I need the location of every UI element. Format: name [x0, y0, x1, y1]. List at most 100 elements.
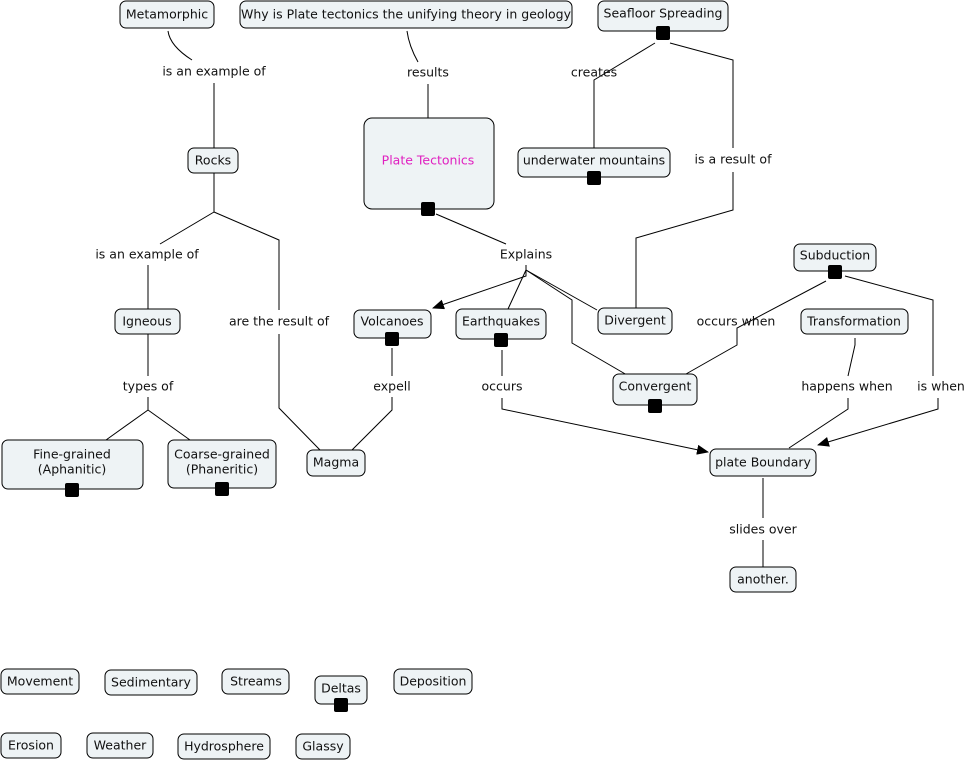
- link-label-explains: Explains: [500, 247, 552, 262]
- node-label-line2: (Aphanitic): [38, 462, 106, 477]
- node-magma[interactable]: Magma: [306, 449, 366, 477]
- node-label: Sedimentary: [111, 675, 192, 690]
- node-label-line1: Fine-grained: [33, 447, 111, 462]
- document-icon[interactable]: [385, 332, 399, 346]
- node-label: Seafloor Spreading: [604, 6, 723, 21]
- node-deltas[interactable]: Deltas: [314, 675, 368, 712]
- link-label-is-a-result-of: is a result of: [695, 152, 773, 167]
- document-icon[interactable]: [65, 483, 79, 497]
- node-label: Igneous: [122, 314, 171, 329]
- node-coarse-grained[interactable]: Coarse-grained (Phaneritic): [167, 439, 277, 496]
- node-plate-boundary[interactable]: plate Boundary: [709, 448, 817, 477]
- node-label: underwater mountains: [523, 153, 665, 168]
- node-label: Divergent: [604, 313, 666, 328]
- node-label: Weather: [94, 738, 147, 753]
- node-label: plate Boundary: [715, 455, 811, 470]
- edge-transformation-happens: [847, 338, 856, 377]
- node-streams[interactable]: Streams: [221, 668, 290, 695]
- node-movement[interactable]: Movement: [0, 668, 80, 695]
- edge-rocks-igneous: [159, 173, 215, 245]
- connection-lines: [105, 30, 939, 567]
- edge-happens-boundary: [788, 398, 849, 449]
- node-deposition[interactable]: Deposition: [393, 668, 473, 695]
- node-divergent[interactable]: Divergent: [597, 307, 673, 335]
- link-label-results: results: [407, 65, 449, 80]
- link-label-expell: expell: [373, 379, 410, 394]
- edge-is-boundary: [817, 398, 939, 447]
- document-icon[interactable]: [587, 171, 601, 185]
- node-label: Transformation: [806, 314, 901, 329]
- node-label-line2: (Phaneritic): [186, 462, 258, 477]
- node-label: another.: [737, 572, 789, 587]
- edge-plate-explains: [435, 213, 507, 245]
- edge-metamorphic-label: [167, 30, 193, 61]
- edge-rocks-magma: [213, 211, 280, 310]
- link-label-is-when: is when: [917, 379, 965, 394]
- node-rocks[interactable]: Rocks: [187, 147, 239, 174]
- edge-expell-magma: [351, 397, 393, 451]
- node-label: Erosion: [8, 738, 54, 753]
- node-subduction[interactable]: Subduction: [793, 243, 877, 279]
- node-earthquakes[interactable]: Earthquakes: [455, 308, 547, 347]
- concept-nodes: Metamorphic Why is Plate tectonics the u…: [0, 0, 909, 760]
- node-label: Rocks: [195, 153, 231, 168]
- document-icon[interactable]: [334, 698, 348, 712]
- document-icon[interactable]: [648, 399, 662, 413]
- edge-explains-divergent: [525, 269, 598, 311]
- node-convergent[interactable]: Convergent: [612, 373, 698, 413]
- link-label-is-an-example-of-igneous: is an example of: [95, 247, 199, 262]
- document-icon[interactable]: [656, 26, 670, 40]
- node-label: Glassy: [302, 739, 344, 754]
- node-transformation[interactable]: Transformation: [800, 308, 909, 335]
- node-erosion[interactable]: Erosion: [0, 732, 62, 759]
- node-label: Deltas: [321, 681, 361, 696]
- node-label: Earthquakes: [462, 314, 540, 329]
- node-weather[interactable]: Weather: [86, 732, 154, 759]
- node-label: Deposition: [400, 674, 467, 689]
- edge-seafloor-creates: [593, 42, 656, 148]
- node-glassy[interactable]: Glassy: [295, 733, 351, 760]
- link-label-is-an-example-of: is an example of: [162, 64, 266, 79]
- link-labels: is an example of results creates is a re…: [95, 64, 965, 537]
- node-label-line1: Coarse-grained: [174, 447, 270, 462]
- document-icon[interactable]: [215, 482, 229, 496]
- edge-question-label: [406, 30, 419, 63]
- node-label: Why is Plate tectonics the unifying theo…: [241, 7, 572, 22]
- edge-seafloor-result-lower: [635, 172, 734, 308]
- node-fine-grained[interactable]: Fine-grained (Aphanitic): [1, 439, 144, 497]
- node-underwater-mountains[interactable]: underwater mountains: [517, 147, 671, 185]
- node-label: Volcanoes: [360, 314, 423, 329]
- node-label: Plate Tectonics: [382, 153, 475, 168]
- edge-seafloor-result-upper: [669, 42, 734, 148]
- node-igneous[interactable]: Igneous: [114, 308, 181, 335]
- link-label-occurs-when: occurs when: [697, 314, 776, 329]
- node-sedimentary[interactable]: Sedimentary: [104, 669, 198, 696]
- link-label-types-of: types of: [123, 379, 174, 394]
- node-metamorphic[interactable]: Metamorphic: [119, 0, 215, 29]
- link-label-creates: creates: [571, 65, 617, 80]
- node-label: Metamorphic: [126, 7, 208, 22]
- link-label-slides-over: slides over: [729, 522, 797, 537]
- node-another[interactable]: another.: [729, 566, 797, 593]
- edge-subduction-occurs: [685, 280, 827, 375]
- node-hydrosphere[interactable]: Hydrosphere: [177, 733, 271, 760]
- edge-explains-earthquakes: [507, 269, 527, 310]
- edge-types-coarse: [147, 409, 191, 441]
- document-icon[interactable]: [828, 265, 842, 279]
- node-label: Subduction: [800, 248, 870, 263]
- node-label: Movement: [7, 674, 73, 689]
- edge-label-magma: [278, 334, 321, 451]
- node-seafloor-spreading[interactable]: Seafloor Spreading: [597, 0, 729, 40]
- node-label: Convergent: [619, 379, 692, 394]
- link-label-occurs: occurs: [482, 379, 523, 394]
- node-label: Magma: [313, 455, 359, 470]
- node-plate-tectonics[interactable]: Plate Tectonics: [363, 117, 495, 216]
- edge-occurs-boundary: [501, 398, 709, 455]
- node-question[interactable]: Why is Plate tectonics the unifying theo…: [239, 0, 573, 29]
- node-volcanoes[interactable]: Volcanoes: [353, 309, 432, 346]
- node-label: Hydrosphere: [184, 739, 264, 754]
- document-icon[interactable]: [421, 202, 435, 216]
- edge-explains-volcanoes: [432, 265, 527, 310]
- document-icon[interactable]: [494, 333, 508, 347]
